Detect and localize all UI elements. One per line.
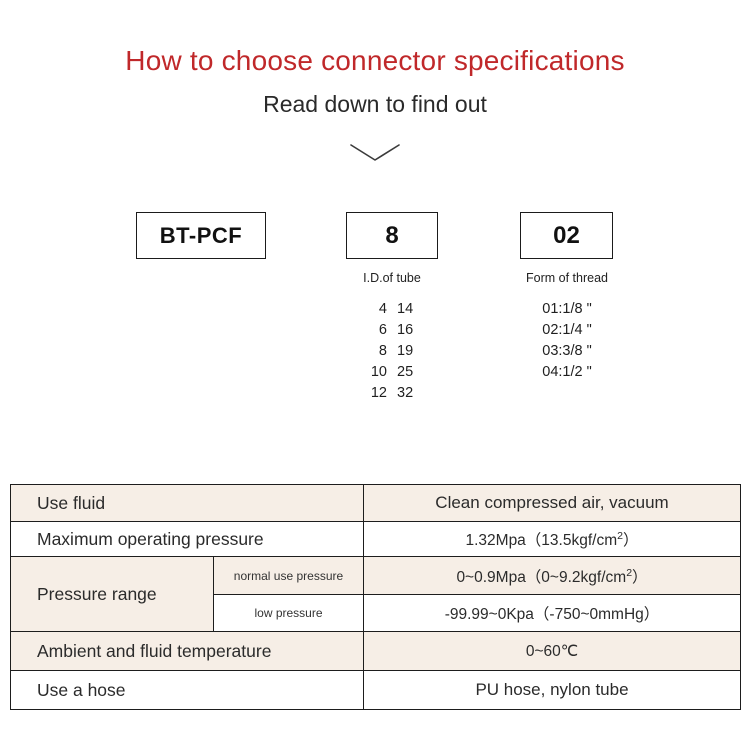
spec-label: Maximum operating pressure [10, 521, 364, 557]
spec-value: PU hose, nylon tube [363, 670, 741, 710]
tube-size-right: 19 [397, 343, 414, 359]
caption-tube-size: I.D.of tube [363, 271, 421, 285]
spec-value: 0~0.9Mpa（0~9.2kgf/cm2） [363, 556, 741, 595]
tube-size-right: 32 [397, 385, 414, 401]
list-item: 01:1/8 " [542, 301, 592, 317]
spec-sublabel: low pressure [213, 594, 364, 632]
list-item: 8 19 [333, 341, 451, 362]
spec-value: 1.32Mpa（13.5kgf/cm2） [363, 521, 741, 557]
list-item: 4 14 [333, 299, 451, 320]
specification-table: Use fluid Clean compressed air, vacuum M… [10, 484, 741, 710]
table-row: low pressure -99.99~0Kpa（-750~0mmHg） [11, 594, 741, 632]
code-box-series[interactable]: BT-PCF [136, 212, 266, 259]
thread-form-list: 01:1/8 " 02:1/4 " 03:3/8 " 04:1/2 " [503, 299, 631, 383]
spec-label: Use a hose [10, 670, 364, 710]
spec-label-pressure-range: Pressure range [10, 556, 214, 632]
spec-value: -99.99~0Kpa（-750~0mmHg） [363, 594, 741, 632]
tube-size-left: 6 [378, 322, 387, 338]
code-box-tube-size[interactable]: 8 [346, 212, 438, 259]
list-item: 04:1/2 " [542, 364, 592, 380]
spec-label: Ambient and fluid temperature [10, 631, 364, 671]
table-row: Ambient and fluid temperature 0~60℃ [10, 631, 741, 671]
table-row: Use fluid Clean compressed air, vacuum [10, 484, 741, 522]
tube-size-left: 4 [378, 301, 387, 317]
tube-size-left: 12 [370, 385, 387, 401]
list-item: 6 16 [333, 320, 451, 341]
page-title: How to choose connector specifications [125, 45, 625, 76]
list-item: 03:3/8 " [542, 343, 592, 359]
list-item: 12 32 [333, 383, 451, 404]
tube-size-list: 4 14 6 16 8 19 10 25 12 32 [333, 299, 451, 404]
list-item: 02:1/4 " [542, 322, 592, 338]
tube-size-left: 10 [370, 364, 387, 380]
tube-size-left: 8 [378, 343, 387, 359]
tube-size-right: 14 [397, 301, 414, 317]
code-box-thread-form[interactable]: 02 [520, 212, 613, 259]
spec-label: Use fluid [10, 484, 364, 522]
table-row: Pressure range normal use pressure 0~0.9… [10, 556, 741, 632]
page-subtitle: Read down to find out [263, 91, 487, 117]
spec-value: 0~60℃ [363, 631, 741, 671]
list-item: 10 25 [333, 362, 451, 383]
tube-size-right: 16 [397, 322, 414, 338]
caption-thread-form: Form of thread [526, 271, 608, 285]
table-row: Use a hose PU hose, nylon tube [10, 670, 741, 710]
spec-value: Clean compressed air, vacuum [363, 484, 741, 522]
chevron-down-icon [349, 142, 401, 164]
table-row: Maximum operating pressure 1.32Mpa（13.5k… [10, 521, 741, 557]
spec-sublabel: normal use pressure [213, 556, 364, 595]
tube-size-right: 25 [397, 364, 414, 380]
